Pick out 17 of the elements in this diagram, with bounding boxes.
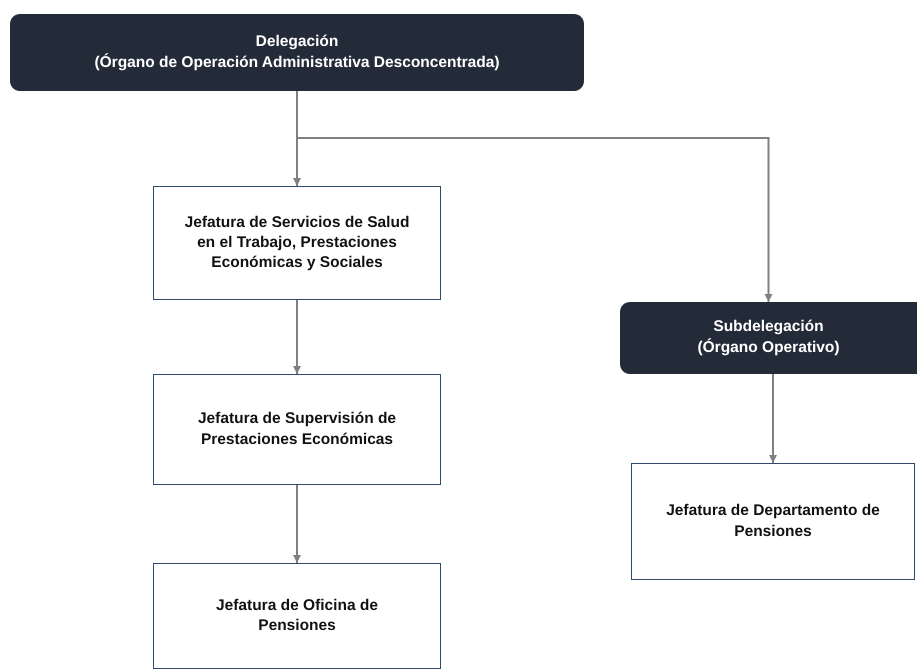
office-box bbox=[153, 563, 441, 669]
box-title: Delegación bbox=[256, 32, 338, 52]
box-title: Subdelegación bbox=[713, 317, 824, 338]
connector-arrow bbox=[293, 300, 301, 374]
box-title: Jefatura de Servicios de Salud en el Trabajo, Prestaciones Económicas y Sociales bbox=[184, 212, 410, 274]
office-box bbox=[631, 463, 915, 580]
office-box bbox=[153, 186, 441, 300]
box-title: Jefatura de Departamento de Pensiones bbox=[665, 501, 881, 542]
office-box bbox=[153, 374, 441, 485]
box-title: Jefatura de Oficina de Pensiones bbox=[215, 596, 379, 636]
box-subtitle: (Órgano de Operación Administrativa Desconcentrada) bbox=[94, 52, 500, 72]
organ-box bbox=[10, 14, 584, 91]
box-subtitle: (Órgano Operativo) bbox=[697, 338, 840, 358]
organ-box bbox=[620, 302, 917, 374]
box-title: Jefatura de Supervisión de Prestaciones Económicas bbox=[196, 409, 398, 450]
connector-arrow bbox=[293, 485, 301, 563]
connector-arrow bbox=[769, 374, 777, 463]
